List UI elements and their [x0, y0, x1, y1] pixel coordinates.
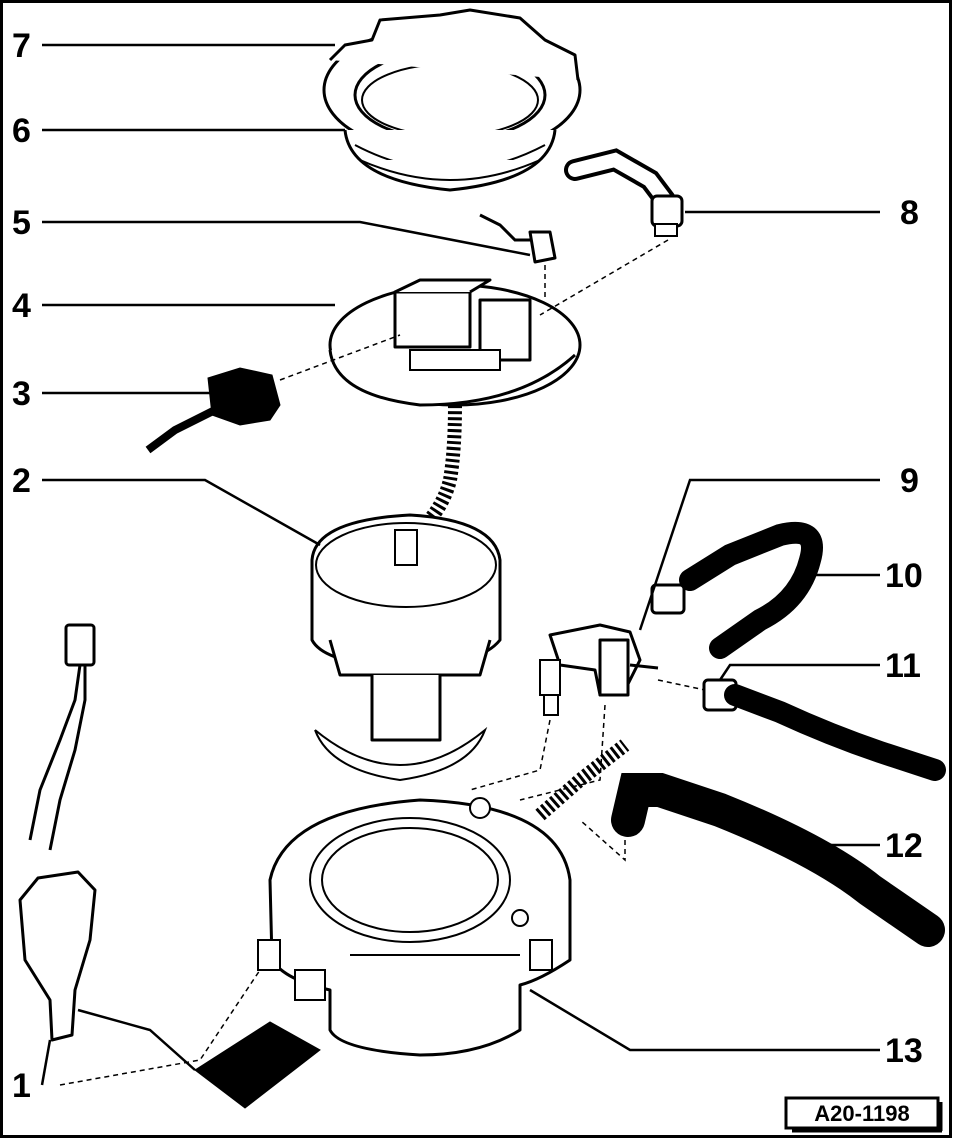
- leader-lines: [40, 43, 880, 1086]
- feed-hose: [650, 521, 823, 659]
- callout-3: 3: [12, 375, 31, 413]
- callout-11: 11: [885, 647, 921, 685]
- reference-code: A20-1198: [814, 1101, 909, 1126]
- reservoir-housing: [257, 797, 572, 1057]
- electrical-plug: [145, 367, 281, 454]
- black-hose: [611, 773, 945, 947]
- callout-9: 9: [900, 462, 919, 500]
- fuel-pump: [310, 513, 502, 782]
- callout-labels: 7 6 5 4 3 2 1 8 9 10 11 12 13: [12, 27, 923, 1105]
- callout-12: 12: [885, 827, 923, 865]
- callout-13: 13: [885, 1032, 923, 1070]
- seal-ring: [343, 129, 557, 192]
- flange: [328, 278, 582, 407]
- callout-1: 1: [12, 1067, 31, 1105]
- assembly-lines: [59, 239, 706, 1086]
- callout-6: 6: [12, 112, 31, 150]
- vent-pipe: [479, 213, 557, 264]
- callout-5: 5: [12, 204, 31, 242]
- callout-4: 4: [12, 287, 31, 325]
- callout-8: 8: [900, 194, 919, 232]
- callout-7: 7: [12, 27, 31, 65]
- fuel-level-sender: [18, 623, 321, 1109]
- return-hose: [702, 678, 946, 781]
- callout-10: 10: [885, 557, 923, 595]
- locking-ring: [322, 8, 582, 157]
- pressure-regulator: [539, 623, 659, 716]
- elbow-connector: [564, 148, 684, 237]
- reference-code-box: A20-1198: [784, 1096, 943, 1133]
- callout-2: 2: [12, 462, 31, 500]
